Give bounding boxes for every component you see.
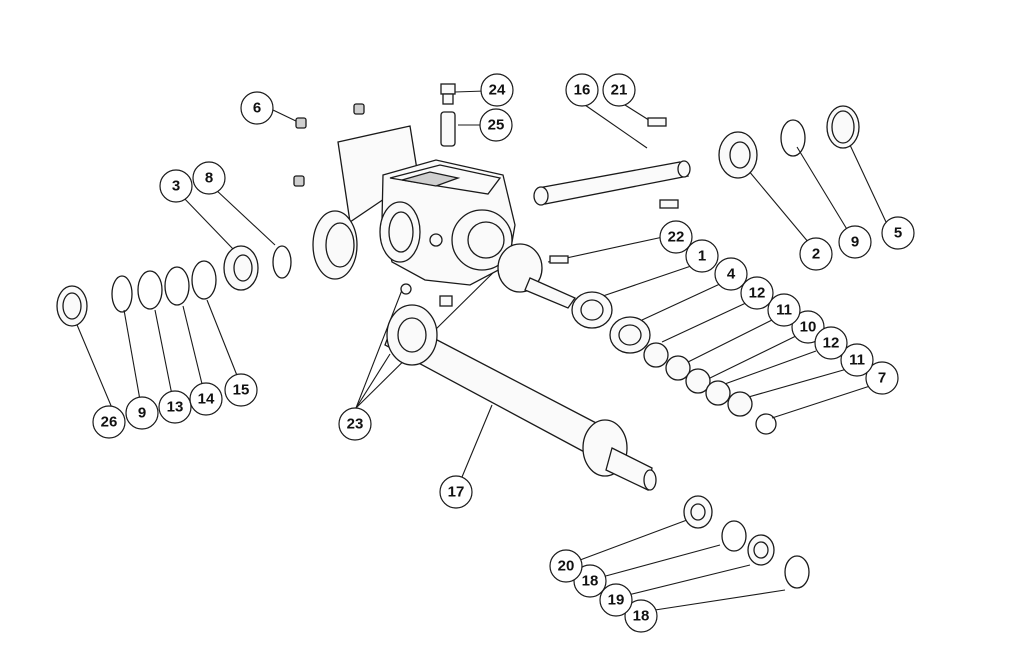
svg-text:11: 11 (776, 302, 792, 319)
shim-stack-left (111, 260, 217, 313)
callout-18b: 18 (624, 599, 658, 633)
pinion-gear (497, 243, 576, 309)
svg-text:12: 12 (823, 335, 840, 352)
callout-14: 14 (189, 382, 223, 416)
svg-text:26: 26 (101, 414, 118, 431)
callout-20: 20 (549, 549, 583, 583)
svg-text:14: 14 (198, 391, 215, 408)
callout-3: 3 (159, 169, 193, 203)
bearing-20 (683, 495, 713, 529)
svg-text:7: 7 (878, 370, 886, 387)
output-tube (384, 283, 657, 491)
svg-text:4: 4 (727, 266, 736, 283)
callout-10: 10 (791, 310, 825, 344)
svg-text:10: 10 (800, 319, 817, 336)
callout-24: 24 (480, 73, 514, 107)
svg-text:9: 9 (851, 234, 859, 251)
callout-9a: 9 (838, 225, 872, 259)
svg-text:23: 23 (347, 416, 364, 433)
bearing-4 (609, 316, 651, 354)
bearing-1 (571, 291, 613, 329)
svg-text:11: 11 (849, 352, 865, 369)
svg-text:3: 3 (172, 178, 180, 195)
bevel-gear-left (312, 210, 358, 280)
callout-18a: 18 (573, 564, 607, 598)
svg-text:6: 6 (253, 100, 261, 117)
callout-23: 23 (338, 407, 372, 441)
callout-22: 22 (659, 220, 693, 254)
callout-9b: 9 (125, 396, 159, 430)
callout-16: 16 (565, 73, 599, 107)
svg-text:15: 15 (233, 382, 250, 399)
callout-11b: 11 (840, 343, 874, 377)
svg-text:1: 1 (698, 248, 706, 265)
breather-plug (440, 83, 456, 105)
svg-text:21: 21 (611, 82, 628, 99)
leader-lines (74, 90, 887, 611)
callout-21: 21 (602, 73, 636, 107)
svg-text:5: 5 (894, 225, 902, 242)
svg-text:25: 25 (488, 117, 505, 134)
callout-12b: 12 (814, 326, 848, 360)
callout-1: 1 (685, 239, 719, 273)
dipstick-tube (440, 111, 456, 147)
svg-text:20: 20 (558, 558, 575, 575)
gearbox-housing (337, 125, 516, 286)
bolt-group (293, 103, 365, 187)
input-shaft (533, 160, 691, 206)
callout-26: 26 (92, 405, 126, 439)
svg-text:19: 19 (608, 592, 625, 609)
callout-11a: 11 (767, 293, 801, 327)
svg-text:17: 17 (448, 484, 465, 501)
svg-text:22: 22 (668, 229, 685, 246)
bearing-3 (223, 245, 259, 291)
svg-text:8: 8 (205, 170, 213, 187)
callout-13: 13 (158, 390, 192, 424)
callout-5: 5 (881, 216, 915, 250)
circlip-18-b (784, 555, 810, 589)
svg-text:9: 9 (138, 405, 146, 422)
callout-8: 8 (192, 161, 226, 195)
callout-12a: 12 (740, 276, 774, 310)
shim-stack-right (643, 342, 777, 435)
circlip-18-a (721, 520, 747, 552)
callout-2: 2 (799, 237, 833, 271)
callout-25: 25 (479, 108, 513, 142)
bearing-2 (718, 131, 758, 179)
svg-text:24: 24 (489, 82, 506, 99)
oil-seal-5 (826, 105, 860, 149)
svg-text:13: 13 (167, 399, 184, 416)
oil-seal-26 (56, 285, 88, 327)
callout-7: 7 (865, 361, 899, 395)
svg-text:18: 18 (582, 573, 599, 590)
callout-4: 4 (714, 257, 748, 291)
snap-ring-8 (272, 245, 292, 279)
svg-text:12: 12 (749, 285, 766, 302)
callout-17: 17 (439, 475, 473, 509)
svg-text:2: 2 (812, 246, 820, 263)
callout-6: 6 (240, 91, 274, 125)
svg-text:18: 18 (633, 608, 650, 625)
callout-15: 15 (224, 373, 258, 407)
shaft-key (549, 117, 679, 264)
svg-text:16: 16 (574, 82, 591, 99)
circlip-9-right (780, 119, 806, 157)
callout-19: 19 (599, 583, 633, 617)
callouts: 1 2 3 4 5 6 7 8 9 9 10 11 11 12 12 13 14… (92, 73, 915, 633)
seal-19 (747, 534, 775, 566)
